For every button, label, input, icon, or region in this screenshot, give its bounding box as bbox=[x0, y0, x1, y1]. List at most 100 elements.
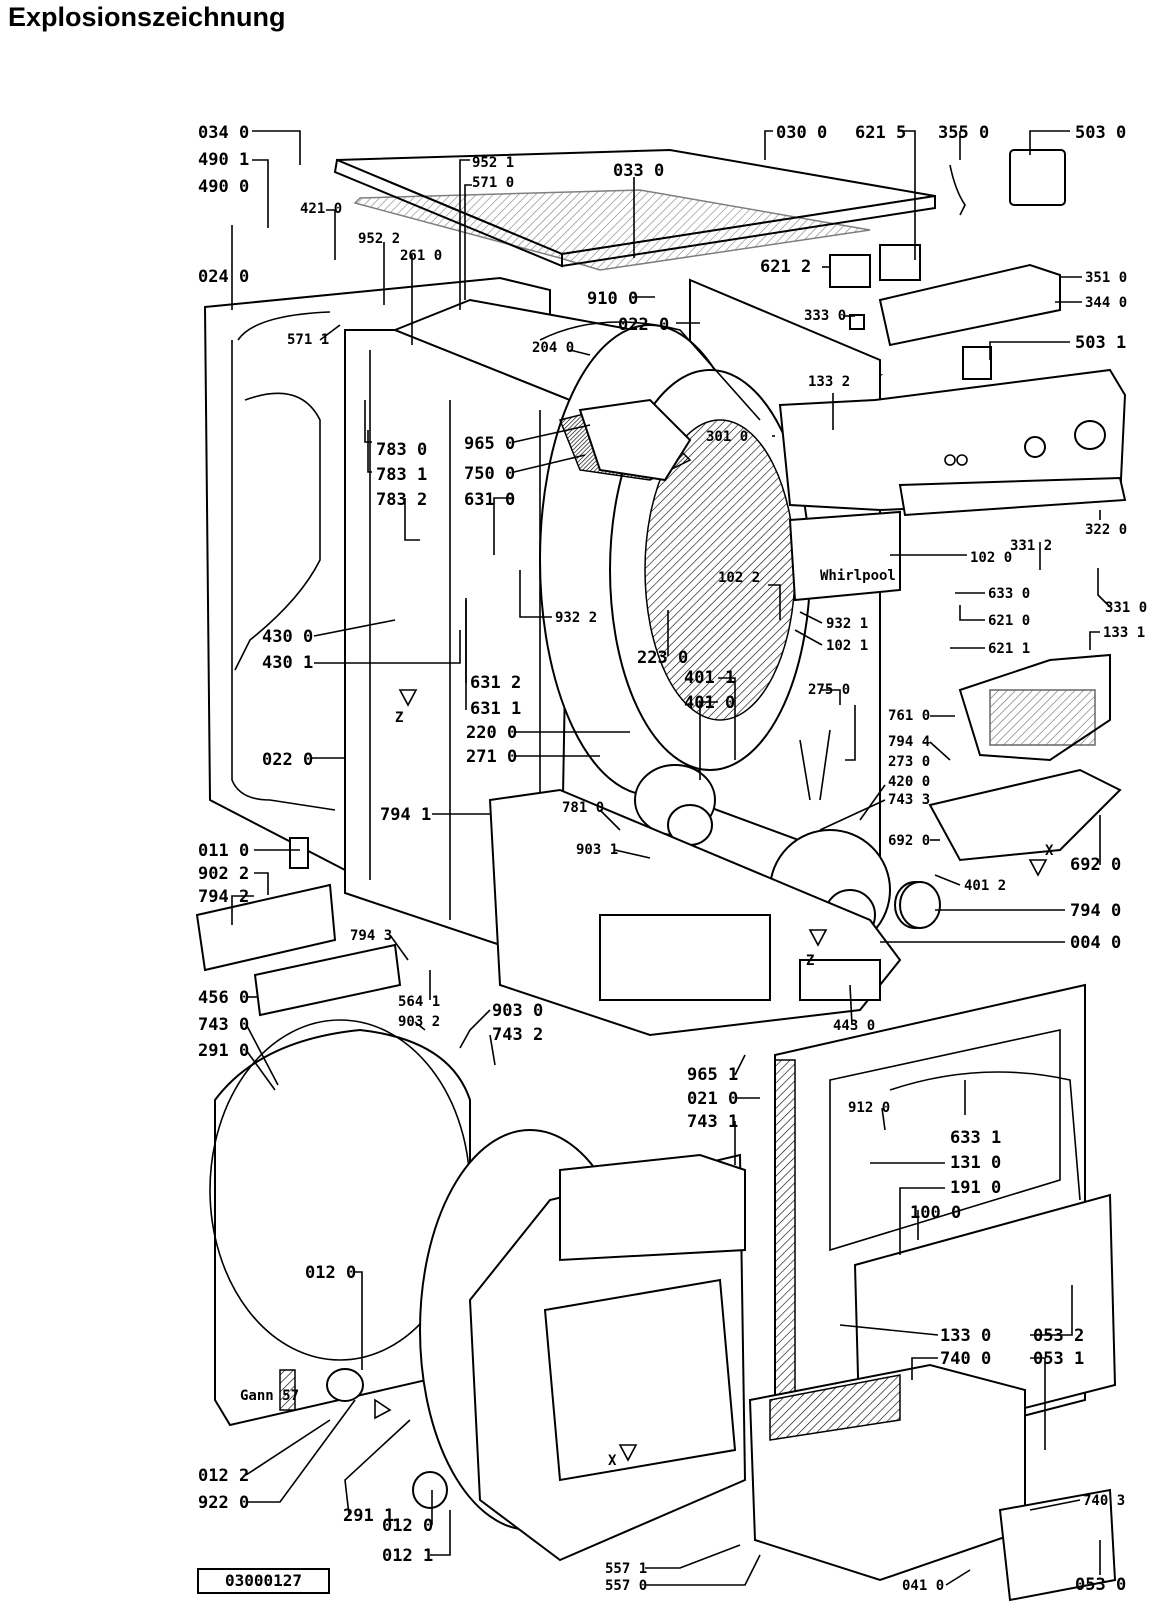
callout-271-0: 271 0 bbox=[466, 747, 517, 767]
callout-621-2: 621 2 bbox=[760, 257, 811, 277]
callout-030-0: 030 0 bbox=[776, 123, 827, 143]
callout-420-0: 420 0 bbox=[888, 774, 930, 790]
control-panel-part: Whirlpool bbox=[778, 368, 1127, 602]
callout-692-0-small: 692 0 bbox=[888, 833, 930, 849]
callout-761-0: 761 0 bbox=[888, 708, 930, 724]
callout-012-1: 012 1 bbox=[382, 1546, 433, 1566]
callout-133-2: 133 2 bbox=[808, 374, 850, 390]
callout-011-0: 011 0 bbox=[198, 841, 249, 861]
callout-571-1: 571 1 bbox=[287, 332, 329, 348]
callout-631-2: 631 2 bbox=[470, 673, 521, 693]
callout-631-1: 631 1 bbox=[470, 699, 521, 719]
callout-022-0-top: 022 0 bbox=[618, 315, 669, 335]
filter-part bbox=[928, 653, 1122, 862]
callout-490-1: 490 1 bbox=[198, 150, 249, 170]
callout-301-0: 301 0 bbox=[706, 429, 748, 445]
callout-012-0-lower: 012 0 bbox=[382, 1516, 433, 1536]
callout-783-0: 783 0 bbox=[376, 440, 427, 460]
callout-421-0: 421 0 bbox=[300, 201, 342, 217]
callout-191-0: 191 0 bbox=[950, 1178, 1001, 1198]
callout-621-1: 621 1 bbox=[988, 641, 1030, 657]
callout-322-0: 322 0 bbox=[1085, 522, 1127, 538]
seal-ring-part bbox=[412, 881, 941, 1509]
callout-024-0: 024 0 bbox=[198, 267, 249, 287]
x-marker-1: X bbox=[1045, 843, 1054, 859]
callout-344-0: 344 0 bbox=[1085, 295, 1127, 311]
callout-633-0: 633 0 bbox=[988, 586, 1030, 602]
callout-743-1: 743 1 bbox=[687, 1112, 738, 1132]
callout-621-5: 621 5 bbox=[855, 123, 906, 143]
callout-903-2: 903 2 bbox=[398, 1014, 440, 1030]
callout-743-0: 743 0 bbox=[198, 1015, 249, 1035]
callout-430-1: 430 1 bbox=[262, 653, 313, 673]
x-marker-2: X bbox=[608, 1453, 617, 1469]
callout-labels: 034 0 490 1 490 0 421 0 952 2 952 1 571 … bbox=[198, 123, 1147, 1595]
callout-456-0: 456 0 bbox=[198, 988, 249, 1008]
callout-557-1: 557 1 bbox=[605, 1561, 647, 1577]
callout-275-0: 275 0 bbox=[808, 682, 850, 698]
callout-355-0: 355 0 bbox=[938, 123, 989, 143]
callout-034-0: 034 0 bbox=[198, 123, 249, 143]
z-marker-1: Z bbox=[395, 710, 403, 726]
callout-794-0: 794 0 bbox=[1070, 901, 1121, 921]
callout-443-0: 443 0 bbox=[833, 1018, 875, 1034]
callout-965-0: 965 0 bbox=[464, 434, 515, 454]
callout-041-0: 041 0 bbox=[902, 1578, 944, 1594]
callout-053-1: 053 1 bbox=[1033, 1349, 1084, 1369]
callout-331-0: 331 0 bbox=[1105, 600, 1147, 616]
callout-053-0: 053 0 bbox=[1075, 1575, 1126, 1595]
front-strip-part bbox=[558, 398, 692, 482]
callout-401-1: 401 1 bbox=[684, 668, 735, 688]
callout-401-2: 401 2 bbox=[964, 878, 1006, 894]
callout-331-2: 331 2 bbox=[1010, 538, 1052, 554]
callout-012-2: 012 2 bbox=[198, 1466, 249, 1486]
callout-903-0: 903 0 bbox=[492, 1001, 543, 1021]
callout-004-0: 004 0 bbox=[1070, 933, 1121, 953]
callout-571-0: 571 0 bbox=[472, 175, 514, 191]
callout-133-1: 133 1 bbox=[1103, 625, 1145, 641]
direction-markers: Z X Z X bbox=[374, 689, 1054, 1469]
callout-131-0: 131 0 bbox=[950, 1153, 1001, 1173]
callout-783-1: 783 1 bbox=[376, 465, 427, 485]
callout-503-0: 503 0 bbox=[1075, 123, 1126, 143]
callout-102-0: 102 0 bbox=[970, 550, 1012, 566]
page-title: Explosionszeichnung bbox=[8, 2, 286, 32]
callout-794-2: 794 2 bbox=[198, 887, 249, 907]
callout-740-0: 740 0 bbox=[940, 1349, 991, 1369]
top-cover-part bbox=[333, 148, 936, 271]
callout-102-1: 102 1 bbox=[826, 638, 868, 654]
document-number-box: 03000127 bbox=[197, 1568, 330, 1594]
callout-902-2: 902 2 bbox=[198, 864, 249, 884]
callout-912-0: 912 0 bbox=[848, 1100, 890, 1116]
callout-633-1: 633 1 bbox=[950, 1128, 1001, 1148]
callout-333-0: 333 0 bbox=[804, 308, 846, 324]
callout-783-2: 783 2 bbox=[376, 490, 427, 510]
callout-621-0: 621 0 bbox=[988, 613, 1030, 629]
callout-053-2: 053 2 bbox=[1033, 1326, 1084, 1346]
heater-part bbox=[195, 837, 402, 1017]
callout-932-1: 932 1 bbox=[826, 616, 868, 632]
callout-564-1: 564 1 bbox=[398, 994, 440, 1010]
callout-794-4: 794 4 bbox=[888, 734, 930, 750]
callout-781-0: 781 0 bbox=[562, 800, 604, 816]
callout-102-2: 102 2 bbox=[718, 570, 760, 586]
callout-794-3: 794 3 bbox=[350, 928, 392, 944]
callout-430-0: 430 0 bbox=[262, 627, 313, 647]
callout-223-0: 223 0 bbox=[637, 648, 688, 668]
callout-743-2: 743 2 bbox=[492, 1025, 543, 1045]
callout-922-0: 922 0 bbox=[198, 1493, 249, 1513]
callout-503-1: 503 1 bbox=[1075, 333, 1126, 353]
callout-740-3: 740 3 bbox=[1083, 1493, 1125, 1509]
callout-291-0: 291 0 bbox=[198, 1041, 249, 1061]
callout-351-0: 351 0 bbox=[1085, 270, 1127, 286]
callout-220-0: 220 0 bbox=[466, 723, 517, 743]
brand-decal: Whirlpool bbox=[820, 568, 896, 584]
callout-903-1: 903 1 bbox=[576, 842, 618, 858]
callout-021-0: 021 0 bbox=[687, 1089, 738, 1109]
leader-lines bbox=[231, 130, 1111, 1586]
callout-133-0: 133 0 bbox=[940, 1326, 991, 1346]
callout-261-0: 261 0 bbox=[400, 248, 442, 264]
callout-291-1: 291 1 bbox=[343, 1506, 394, 1526]
callout-910-0: 910 0 bbox=[587, 289, 638, 309]
